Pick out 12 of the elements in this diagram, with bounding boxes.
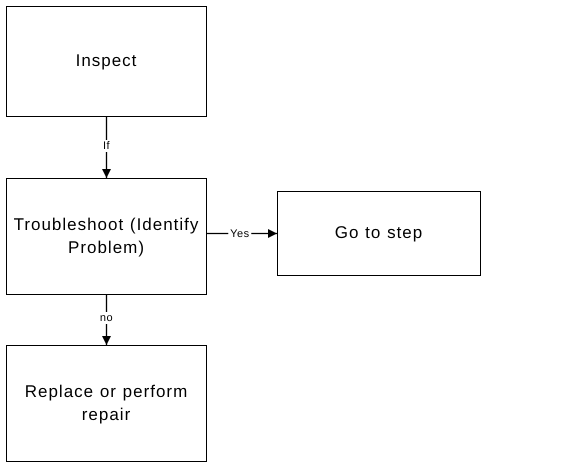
node-text: Troubleshoot (Identify Problem) [12,214,200,258]
node-text: Inspect [76,50,138,72]
arrow [102,295,111,345]
arrow [102,117,111,178]
process-box [277,191,481,276]
edge-label: Yes [228,228,252,240]
process-box [6,178,207,295]
process-box [6,6,207,117]
node-text: Replace or perform repair [24,380,190,426]
node-text: Go to step [334,222,424,244]
process-box [6,345,207,462]
edge-label: no [98,312,116,324]
